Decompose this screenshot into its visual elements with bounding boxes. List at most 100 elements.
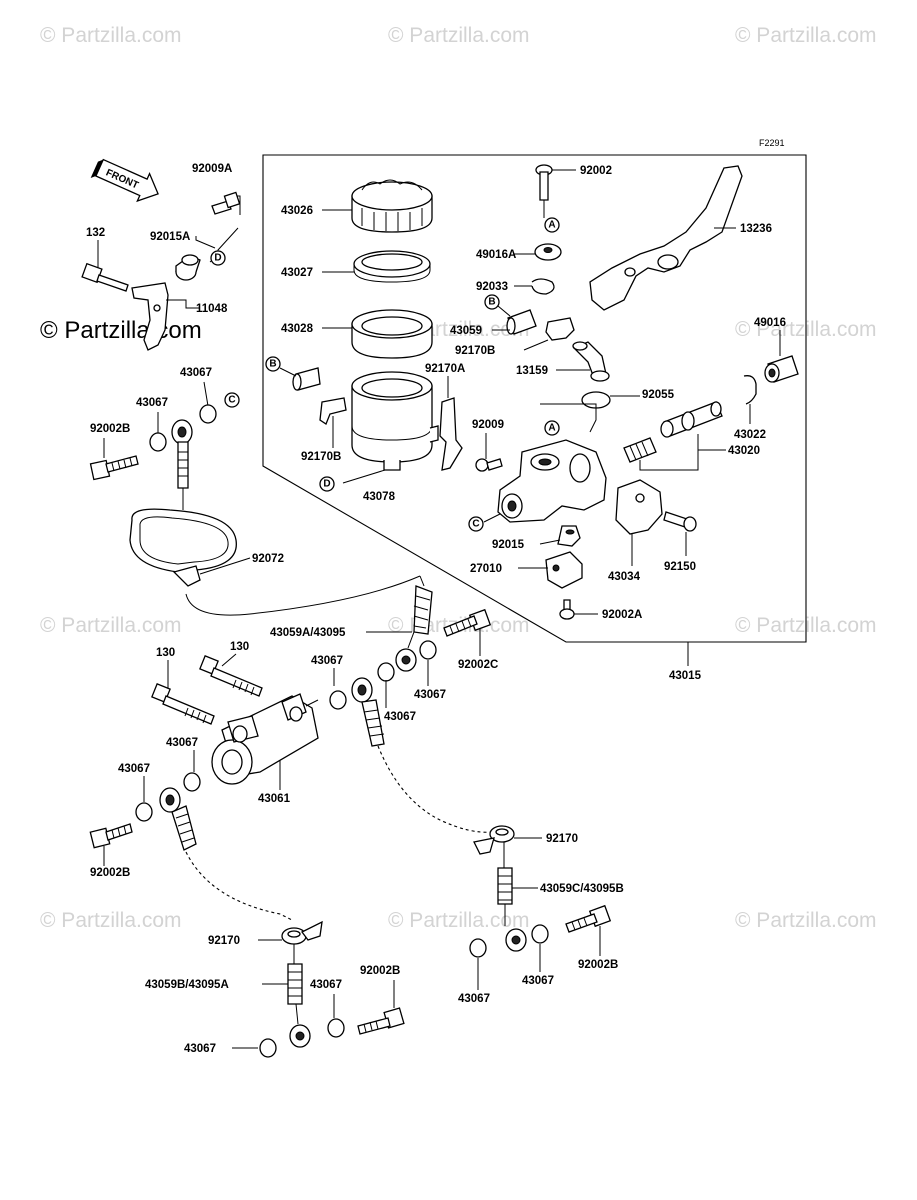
watermark: © Partzilla.com (40, 614, 182, 637)
middle-hose-group: 43059A/43095 92002C 43067 (270, 575, 498, 701)
leader (483, 513, 501, 523)
bolt-92009a (211, 191, 241, 215)
lever-13236 (589, 165, 743, 311)
label-43067-4: 43067 (384, 711, 416, 723)
clip-92170b-upper (545, 317, 575, 341)
label-130-lower: 130 (156, 647, 175, 659)
clamp-43034 (615, 479, 663, 535)
circlip-43022 (743, 375, 757, 405)
figure-code: F2291 (759, 138, 785, 148)
label-92072: 92072 (252, 553, 284, 565)
label-43061: 43061 (258, 793, 291, 805)
watermark-main: © Partzilla.com (40, 317, 202, 344)
label-92002b-3: 92002B (578, 959, 618, 971)
label-43015: 43015 (669, 670, 702, 682)
label-92170-right: 92170 (546, 833, 578, 845)
label-92170a: 92170A (425, 363, 465, 375)
label-49016: 49016 (754, 317, 786, 329)
bracket-group: 92009A 92015A 132 11048 D (81, 163, 241, 351)
callout-b: B (269, 359, 276, 370)
hose-piece-b (292, 367, 321, 391)
screw-92002a (559, 599, 575, 620)
label-43059a: 43059A/43095 (270, 627, 346, 639)
label-92170b-upper: 92170B (455, 345, 495, 357)
washer-43067 (377, 662, 395, 682)
reservoir-body-43078 (351, 371, 439, 471)
label-43022: 43022 (734, 429, 766, 441)
label-13159: 13159 (516, 365, 548, 377)
callout-d: D (323, 479, 330, 490)
diaphragm-43027 (353, 250, 431, 283)
front-arrow: FRONT (90, 158, 159, 203)
banjo-fitting-left (171, 419, 193, 489)
reservoir-group: 43026 43027 43028 43078 D (265, 179, 504, 503)
label-92150: 92150 (664, 561, 696, 573)
label-92009: 92009 (472, 419, 504, 431)
leader (195, 236, 216, 249)
bolt-92002c (443, 608, 492, 637)
clamp-92170-left (281, 920, 323, 945)
bolt-92002b-3 (565, 904, 612, 933)
label-92002b-1: 92002B (90, 423, 130, 435)
hose-line (185, 851, 293, 921)
bolt-130-upper (199, 655, 263, 697)
watermark: © Partzilla.com (735, 24, 877, 47)
label-43067-5: 43067 (414, 689, 446, 701)
label-13236: 13236 (740, 223, 772, 235)
label-92033: 92033 (476, 281, 508, 293)
leader (279, 367, 297, 377)
label-43067-3: 43067 (311, 655, 343, 667)
leader (342, 469, 386, 484)
callout-c: C (228, 395, 235, 406)
callout-b: B (488, 297, 495, 308)
label-43078: 43078 (363, 491, 396, 503)
lower-left-hose-group: 92170 43059B/43095A 43067 43067 92002B (145, 920, 405, 1058)
washer-43067 (149, 432, 167, 452)
label-130-upper: 130 (230, 641, 249, 653)
label-92015a: 92015A (150, 231, 190, 243)
callout-a: A (548, 220, 555, 231)
clamp-92170-right (473, 825, 515, 855)
assembly-boundary-box (262, 154, 807, 643)
banjo-fitting-center (351, 677, 385, 747)
washer-43067 (135, 802, 153, 822)
washer-43067 (183, 772, 201, 792)
bracket-11048 (131, 282, 200, 351)
master-cylinder-body (497, 403, 607, 523)
fitting-13159 (572, 341, 610, 382)
label-43028: 43028 (281, 323, 314, 335)
washer-43067 (327, 1018, 345, 1038)
label-92055: 92055 (642, 389, 675, 401)
master-cylinder-group: 92002 A 49016A 92033 B 43059 92170B (450, 164, 799, 682)
left-hose-group: 43067 43067 C 92002B 92072 (89, 367, 421, 616)
leader (492, 329, 549, 351)
label-43067-10: 43067 (310, 979, 342, 991)
label-92170b: 92170B (301, 451, 341, 463)
watermark: © Partzilla.com (735, 909, 877, 932)
label-92015: 92015 (492, 539, 525, 551)
washer-43067 (199, 404, 217, 424)
leader (157, 381, 209, 436)
bolt-132 (81, 262, 129, 292)
watermark: © Partzilla.com (40, 909, 182, 932)
hose-43059 (506, 309, 537, 335)
hose-line (185, 575, 421, 616)
label-43067-7: 43067 (118, 763, 150, 775)
bolt-92002b-4 (357, 1007, 405, 1035)
bolt-130-lower (151, 683, 215, 725)
label-92002b-4: 92002B (360, 965, 400, 977)
bolt-92150 (663, 511, 697, 532)
reservoir-cap-43026 (351, 179, 433, 233)
label-43067-6: 43067 (166, 737, 198, 749)
bolt-92002b-1 (89, 455, 139, 481)
label-43067-11: 43067 (184, 1043, 216, 1055)
plate-43028 (351, 309, 433, 359)
washer-43067 (329, 690, 347, 710)
slave-cylinder-body-43061 (211, 693, 319, 785)
hose-43059a (395, 575, 433, 672)
banjo-fitting-slave (159, 787, 197, 851)
washer-43067 (469, 938, 487, 958)
leader (639, 434, 726, 471)
